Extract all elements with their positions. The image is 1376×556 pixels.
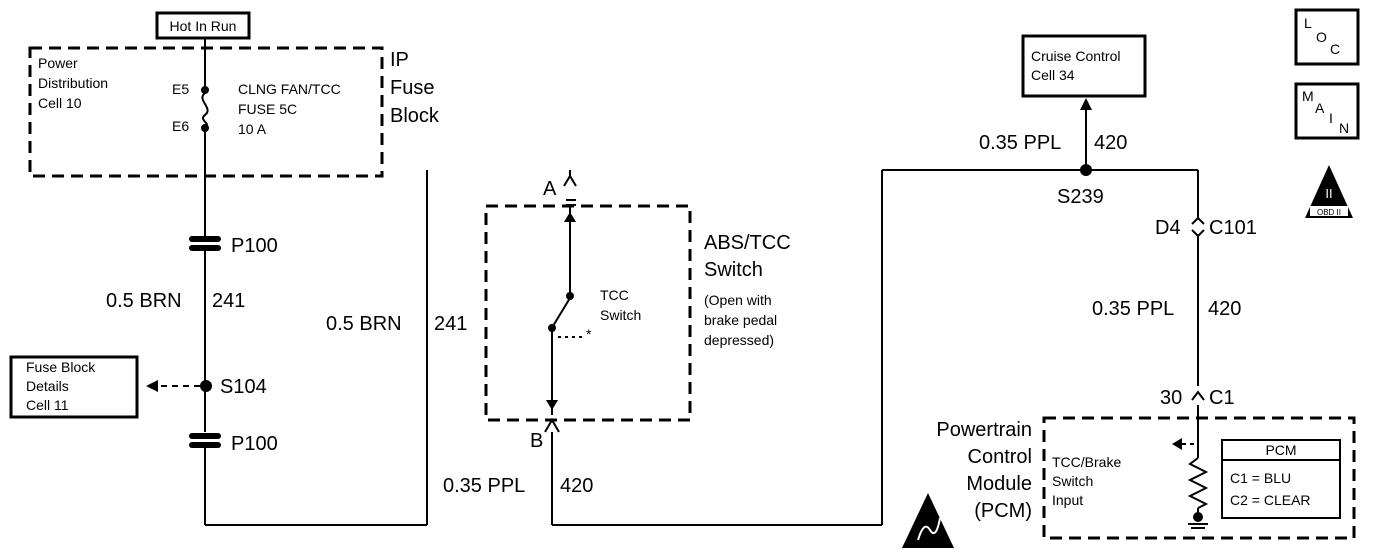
- pcm-input-line3: Input: [1052, 492, 1083, 508]
- c101-label: C101: [1209, 217, 1257, 239]
- wire-ppl-top-circuit: 420: [1094, 132, 1127, 154]
- fuse-pin-e5: E5: [172, 81, 189, 97]
- pcm-legend-title: PCM: [1265, 442, 1296, 458]
- fuse-block-details-line3: Cell 11: [26, 397, 69, 413]
- tcc-switch-label-line1: TCC: [600, 287, 629, 303]
- fuse-name-line1: CLNG FAN/TCC: [238, 81, 341, 97]
- fuse-pin-e6: E6: [172, 118, 189, 134]
- wire-ppl-top-color: 0.35 PPL: [979, 132, 1061, 154]
- s104-splice: S104: [146, 376, 267, 398]
- pcm-module: Powertrain Control Module (PCM) TCC/Brak…: [936, 416, 1356, 540]
- tcc-switch-label-line2: Switch: [600, 307, 641, 323]
- pcm-title-line2: Control: [968, 446, 1032, 468]
- obd-ii-icon[interactable]: II OBD II: [1305, 165, 1353, 218]
- loc-icon-letter-c: C: [1330, 41, 1340, 57]
- fuse-symbol: [201, 48, 209, 236]
- pcm-input-line1: TCC/Brake: [1052, 454, 1121, 470]
- s239-splice-dot: [1080, 164, 1092, 176]
- abs-switch-note-line1: (Open with: [704, 292, 772, 308]
- power-distribution-line1: Power: [38, 55, 78, 71]
- pcm-ground-dot: [1193, 512, 1203, 522]
- s104-label: S104: [220, 376, 267, 398]
- wire-ppl-right-circuit: 420: [1208, 298, 1241, 320]
- abs-tcc-switch: ABS/TCC Switch (Open with brake pedal de…: [484, 204, 791, 422]
- pcm-input-line2: Switch: [1052, 473, 1093, 489]
- esd-warning-icon: [902, 493, 954, 548]
- abs-switch-note-line2: brake pedal: [704, 312, 777, 328]
- pcm-title-line1: Powertrain: [936, 419, 1032, 441]
- wire-brn-mid-color: 0.5 BRN: [326, 313, 402, 335]
- fuse-name-line3: 10 A: [238, 121, 267, 137]
- loc-icon-letter-o: O: [1316, 29, 1327, 45]
- c101-connector: [1191, 216, 1205, 238]
- c1-label: C1: [1209, 387, 1235, 409]
- switch-pin-a: A: [543, 178, 557, 200]
- obd-ii-icon-numeral: II: [1325, 186, 1332, 201]
- pcm-input-arrow: [1172, 438, 1182, 450]
- s239-label: S239: [1057, 186, 1104, 208]
- left-wire: [204, 170, 428, 526]
- wire-brn-left-circuit: 241: [212, 290, 245, 312]
- pcm-legend: PCM C1 = BLU C2 = CLEAR: [1221, 439, 1341, 519]
- cruise-control-box[interactable]: Cruise Control Cell 34: [1021, 34, 1147, 98]
- ip-fuse-block: Power Distribution Cell 10 E5 E6 CLNG FA…: [28, 46, 440, 178]
- pcm-title-line4: (PCM): [974, 500, 1032, 522]
- fuse-block-details-line2: Details: [26, 378, 69, 394]
- hot-in-run-box: Hot In Run: [155, 11, 251, 40]
- main-icon-letter-m: M: [1302, 88, 1314, 104]
- cruise-control-line1: Cruise Control: [1031, 48, 1120, 64]
- abs-switch-note-line3: depressed): [704, 332, 774, 348]
- fuse-block-title-line1: IP: [390, 49, 409, 71]
- wire-ppl-right-color: 0.35 PPL: [1092, 298, 1174, 320]
- fuse-block-title-line3: Block: [390, 105, 440, 127]
- wire-brn-left-color: 0.5 BRN: [106, 290, 182, 312]
- c1-connector: [1191, 390, 1205, 401]
- abs-switch-title-line2: Switch: [704, 259, 763, 281]
- p100-lower-connector: P100: [189, 433, 278, 455]
- p100-upper-connector: P100: [189, 235, 278, 257]
- pcm-resistor: [1182, 420, 1209, 514]
- fuse-block-details-box[interactable]: Fuse Block Details Cell 11: [9, 355, 139, 419]
- pcm-ground: [1188, 523, 1208, 529]
- switch-pin-b: B: [530, 430, 543, 452]
- pcm-legend-row2: C2 = CLEAR: [1230, 492, 1311, 508]
- cruise-control-line2: Cell 34: [1031, 67, 1075, 83]
- cruise-arrow: [1080, 98, 1092, 110]
- tcc-switch-symbol: [544, 170, 582, 525]
- main-icon-letter-n: N: [1339, 120, 1349, 136]
- main-icon-letter-a: A: [1315, 100, 1325, 116]
- c101-pin-label: D4: [1155, 217, 1181, 239]
- wire-ppl-bottom-circuit: 420: [560, 475, 593, 497]
- power-distribution-line3: Cell 10: [38, 95, 82, 111]
- loc-icon-letter-l: L: [1304, 15, 1312, 31]
- p100-upper-label: P100: [231, 235, 278, 257]
- wire-ppl-bottom-color: 0.35 PPL: [443, 475, 525, 497]
- hot-in-run-label: Hot In Run: [170, 18, 237, 34]
- power-distribution-line2: Distribution: [38, 75, 108, 91]
- c1-pin-label: 30: [1160, 387, 1182, 409]
- ppl-wire: [552, 100, 1199, 526]
- tcc-switch-asterisk: *: [586, 326, 592, 342]
- p100-lower-label: P100: [231, 433, 278, 455]
- main-icon[interactable]: M A I N: [1294, 82, 1360, 140]
- loc-icon[interactable]: L O C: [1294, 8, 1360, 66]
- fuse-name-line2: FUSE 5C: [238, 101, 297, 117]
- abs-switch-title-line1: ABS/TCC: [704, 232, 791, 254]
- main-icon-letter-i: I: [1329, 110, 1333, 126]
- fuse-block-details-line1: Fuse Block: [26, 359, 96, 375]
- pcm-title-line3: Module: [966, 473, 1032, 495]
- obd-ii-icon-label: OBD II: [1317, 208, 1341, 217]
- wire-brn-mid-circuit: 241: [434, 313, 467, 335]
- pcm-legend-row1: C1 = BLU: [1230, 470, 1291, 486]
- fuse-block-title-line2: Fuse: [390, 77, 434, 99]
